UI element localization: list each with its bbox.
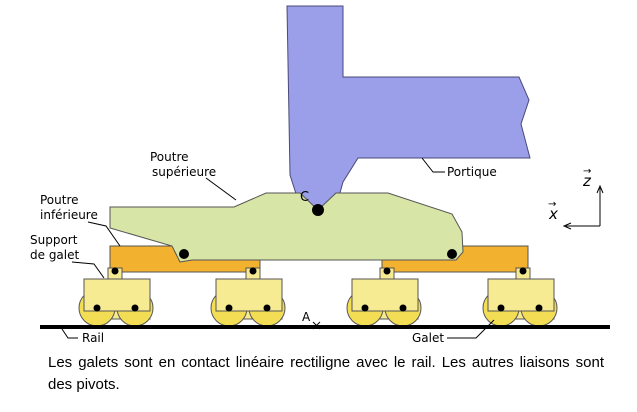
leader-support-galet — [71, 261, 105, 279]
label-poutre-superieure: Poutre supérieure — [150, 150, 216, 179]
axis-x-arrow — [562, 222, 572, 230]
pivot-point — [361, 304, 369, 312]
leader-galet — [447, 319, 495, 339]
support-galet-body-2 — [215, 278, 283, 312]
leader-poutre-inferieure — [87, 221, 121, 247]
pivot-point — [399, 304, 407, 312]
label-support-galet-line2: de galet — [30, 248, 80, 262]
label-galet: Galet — [412, 331, 444, 345]
label-poutre-inferieure: Poutre inférieure — [40, 193, 98, 222]
label-poutre-superieure-line1: Poutre — [150, 150, 189, 164]
pivot-point — [263, 304, 271, 312]
label-axis-z: z — [582, 172, 592, 190]
support-galet-body-4 — [487, 278, 555, 312]
axis-z-vector-arrow: → — [583, 166, 591, 177]
label-support-galet: Support de galet — [30, 233, 81, 262]
pivot-point — [225, 304, 233, 312]
support-galet-body-1 — [83, 278, 151, 312]
galets-group — [78, 289, 558, 327]
label-rail: Rail — [82, 331, 104, 345]
support-galet-body-3 — [351, 278, 419, 312]
pivot-point — [111, 267, 119, 275]
leader-poutre-superieure — [205, 177, 237, 201]
pivot-point-c — [312, 204, 324, 216]
pivot-point — [93, 304, 101, 312]
label-point-a: A — [302, 310, 311, 324]
pivot-point — [383, 267, 391, 275]
axes — [562, 184, 604, 230]
axis-x-vector-arrow: → — [548, 199, 556, 210]
label-poutre-superieure-line2: supérieure — [152, 165, 216, 179]
pivot-point — [179, 249, 189, 259]
poutre-superieure-shape — [109, 192, 464, 263]
leader-portique — [421, 157, 445, 173]
pivot-point — [497, 304, 505, 312]
leader-rail — [61, 328, 78, 339]
point-a-marker — [312, 321, 321, 330]
mechanism-diagram: C Poutre supérieure Poutre inférieure Su… — [30, 5, 610, 345]
pivot-points — [93, 204, 543, 312]
label-point-c: C — [300, 190, 309, 205]
pivot-point — [535, 304, 543, 312]
rail — [40, 325, 610, 329]
pivot-point — [519, 267, 527, 275]
caption: Les galets sont en contact linéaire rect… — [48, 354, 604, 393]
pivot-point — [249, 267, 257, 275]
pivot-point — [447, 249, 457, 259]
axis-z-arrow — [596, 184, 604, 194]
label-portique: Portique — [447, 165, 497, 179]
label-support-galet-line1: Support — [30, 233, 78, 247]
label-axis-x: x — [548, 205, 558, 223]
leader-lines — [61, 157, 495, 339]
pivot-point — [131, 304, 139, 312]
label-poutre-inferieure-line1: Poutre — [40, 193, 79, 207]
label-poutre-inferieure-line2: inférieure — [40, 208, 98, 222]
portique-shape — [286, 5, 531, 219]
